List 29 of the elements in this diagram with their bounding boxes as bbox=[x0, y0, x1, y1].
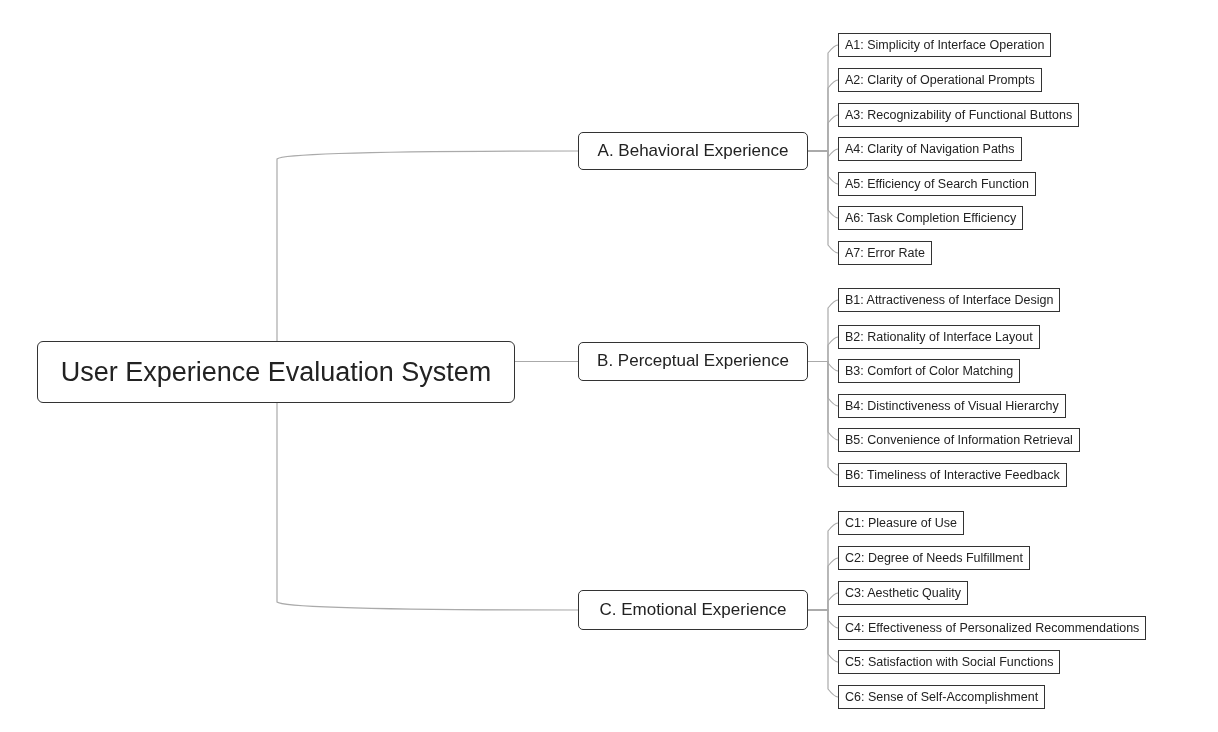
indicator-box: A4: Clarity of Navigation Paths bbox=[838, 137, 1022, 161]
indicator-box: A7: Error Rate bbox=[838, 241, 932, 265]
indicator-box: C2: Degree of Needs Fulfillment bbox=[838, 546, 1030, 570]
indicator-box: C5: Satisfaction with Social Functions bbox=[838, 650, 1061, 674]
root-topic-box: User Experience Evaluation System bbox=[37, 341, 515, 403]
indicator-box: A6: Task Completion Efficiency bbox=[838, 206, 1024, 230]
indicator-box: C1: Pleasure of Use bbox=[838, 511, 964, 535]
indicator-box: A5: Efficiency of Search Function bbox=[838, 172, 1036, 196]
connector-line bbox=[514, 360, 579, 363]
connector-line bbox=[807, 360, 839, 476]
indicator-box: C6: Sense of Self-Accomplishment bbox=[838, 685, 1046, 709]
indicator-box: B4: Distinctiveness of Visual Hierarchy bbox=[838, 394, 1066, 418]
connector-line bbox=[276, 402, 579, 611]
indicator-box: B1: Attractiveness of Interface Design bbox=[838, 288, 1061, 312]
indicator-box: A2: Clarity of Operational Prompts bbox=[838, 68, 1042, 92]
category-box: A. Behavioral Experience bbox=[578, 132, 808, 170]
connector-line bbox=[807, 150, 839, 254]
category-box: C. Emotional Experience bbox=[578, 590, 808, 630]
connector-line bbox=[276, 150, 579, 342]
indicator-box: C4: Effectiveness of Personalized Recommendations bbox=[838, 616, 1147, 640]
indicator-box: B3: Comfort of Color Matching bbox=[838, 359, 1021, 383]
indicator-box: A1: Simplicity of Interface Operation bbox=[838, 33, 1052, 57]
indicator-box: A3: Recognizability of Functional Buttons bbox=[838, 103, 1080, 127]
indicator-box: B5: Convenience of Information Retrieval bbox=[838, 428, 1080, 452]
category-box: B. Perceptual Experience bbox=[578, 341, 808, 381]
indicator-box: B6: Timeliness of Interactive Feedback bbox=[838, 463, 1067, 487]
indicator-box: C3: Aesthetic Quality bbox=[838, 581, 969, 605]
connector-line bbox=[807, 609, 839, 698]
indicator-box: B2: Rationality of Interface Layout bbox=[838, 325, 1040, 349]
